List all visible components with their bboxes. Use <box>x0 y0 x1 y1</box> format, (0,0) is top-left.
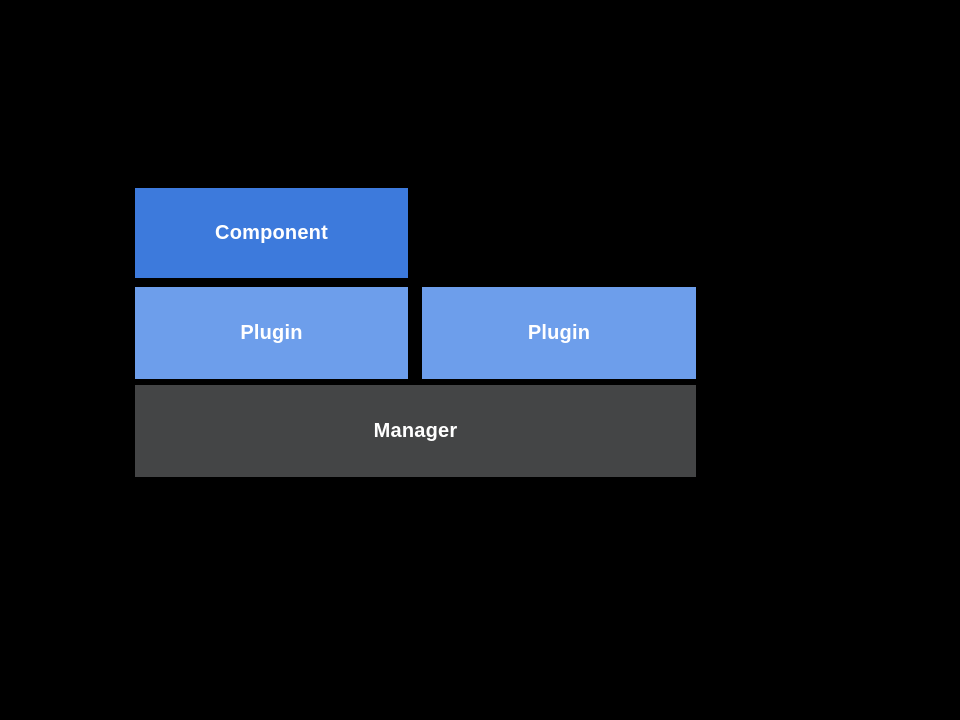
component-block: Component <box>135 188 408 278</box>
manager-block-label: Manager <box>373 419 458 442</box>
manager-block: Manager <box>135 385 696 477</box>
plugin-block-left-label: Plugin <box>240 321 303 344</box>
component-block-label: Component <box>215 221 328 244</box>
plugin-block-right-label: Plugin <box>527 321 591 344</box>
plugin-block-left: Plugin <box>135 287 408 379</box>
plugin-block-right: Plugin <box>422 287 696 379</box>
